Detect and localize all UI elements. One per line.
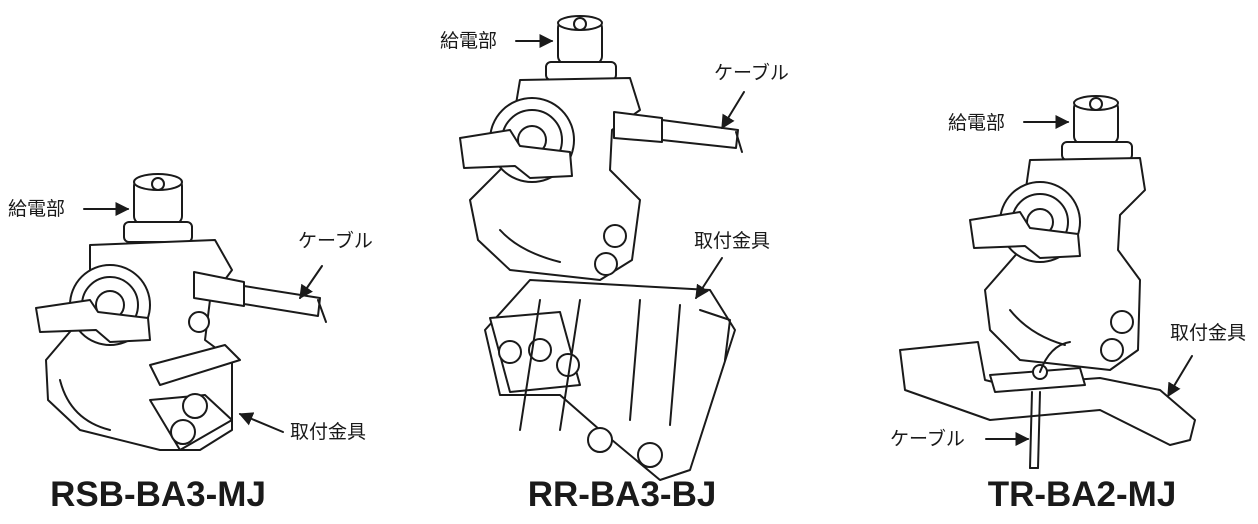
model-name: RR-BA3-BJ [527, 475, 717, 514]
bracket-label: 取付金具 [1170, 322, 1247, 344]
tr-ba2-mj-drawing [899, 95, 1196, 469]
feed-label: 給電部 [440, 30, 498, 52]
feed-label: 給電部 [948, 112, 1006, 134]
rsb-ba3-mj-drawing [35, 173, 327, 451]
feed-label: 給電部 [8, 198, 66, 220]
cable-label: ケーブル [714, 62, 789, 84]
cable-label: ケーブル [890, 428, 965, 450]
model-name: RSB-BA3-MJ [50, 475, 266, 514]
bracket-label: 取付金具 [290, 421, 367, 443]
cable-label: ケーブル [298, 230, 373, 252]
model-name: TR-BA2-MJ [987, 475, 1177, 514]
bracket-label: 取付金具 [694, 230, 771, 252]
rr-ba3-bj-drawing [459, 15, 743, 481]
